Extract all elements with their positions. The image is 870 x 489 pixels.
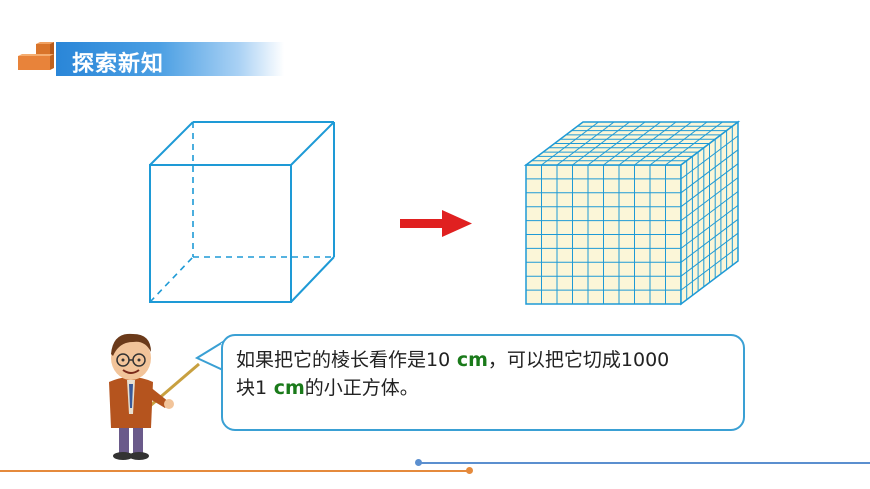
speech-seg1: 如果把它的棱长看作是 [236, 349, 427, 371]
speech-unit1: cm [450, 349, 488, 371]
grid-line [680, 191, 739, 235]
footer-line-orange [0, 470, 470, 472]
footer-dot-orange [466, 467, 473, 474]
hidden-edges [149, 122, 334, 303]
grid-line [680, 205, 739, 249]
speech-seg2: ，可以把它切成 [487, 349, 621, 371]
blocks-icon [18, 42, 54, 70]
wireframe-cube [149, 121, 335, 303]
footer-line-blue [418, 462, 870, 464]
grid-line [680, 218, 739, 263]
page-title: 探索新知 [72, 52, 165, 77]
speech-seg4: 的小正方体。 [304, 377, 419, 399]
speech-unit2: cm [267, 377, 305, 399]
speech-seg3: 块 [236, 377, 256, 399]
arrow-right-icon [400, 210, 472, 237]
speech-num3: 1 [255, 377, 268, 399]
grid-line [618, 121, 677, 166]
speech-bubble [221, 334, 745, 431]
grid-cube [523, 120, 741, 306]
cube-diagram [149, 120, 741, 306]
header-bar [56, 42, 284, 76]
teacher-illustration [109, 333, 200, 460]
grid-line [680, 246, 739, 291]
grid-line [680, 232, 739, 277]
grid-line [634, 121, 692, 166]
speech-num1: 10 [426, 349, 451, 371]
grid-line [665, 121, 723, 166]
footer-dot-blue [415, 459, 422, 466]
grid-line [649, 121, 708, 166]
speech-num2: 1000 [620, 349, 670, 371]
